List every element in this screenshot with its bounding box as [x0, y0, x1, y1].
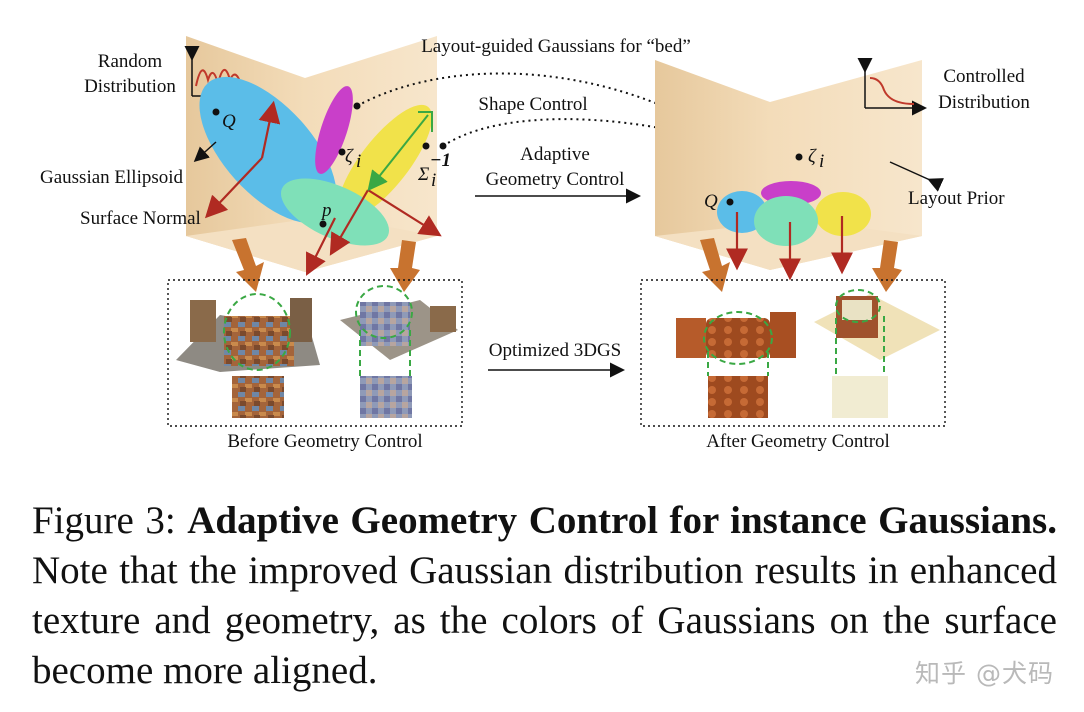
before-geometry-label: Before Geometry Control: [227, 431, 422, 452]
random-distribution-label-2: Distribution: [84, 76, 176, 97]
shape-control-label: Shape Control: [478, 94, 587, 115]
adaptive-label: Adaptive: [520, 144, 590, 165]
geometry-control-label: Geometry Control: [486, 169, 625, 190]
watermark: 知乎 @犬码: [915, 659, 1054, 688]
random-distribution-label: Random: [98, 51, 163, 72]
figure-caption: Figure 3: Adaptive Geometry Control for …: [32, 496, 1057, 706]
caption-title: Adaptive Geometry Control for instance G…: [187, 499, 1057, 542]
svg-text:−1: −1: [430, 150, 451, 171]
after-scene-1: [676, 311, 796, 418]
magenta-gaussian-ellipsoid: [315, 86, 353, 174]
surface-normal-arrows: [204, 100, 442, 276]
layout-guided-label: Layout-guided Gaussians for “bed”: [421, 36, 691, 57]
yellow-gaussian-ellipsoid: [337, 104, 433, 220]
svg-text:i: i: [356, 151, 361, 172]
big-down-arrows: [232, 238, 902, 292]
controlled-distribution-plot: [857, 58, 927, 116]
layout-prior-pointer: [889, 161, 945, 192]
layout-prior-label: Layout Prior: [908, 188, 1005, 209]
yellow-gaussian-controlled: [815, 192, 871, 236]
symbol-zeta-left: ζ i: [345, 146, 361, 172]
ellipsoid-pointer: [193, 141, 217, 163]
green-gaussian-ellipsoid: [280, 178, 390, 246]
green-gaussian-controlled: [754, 196, 818, 246]
gaussian-ellipsoid-label: Gaussian Ellipsoid: [40, 167, 184, 188]
symbol-sigma: Σ i −1: [417, 150, 451, 191]
caption-body: Note that the improved Gaussian distribu…: [32, 549, 1057, 692]
caption-prefix: Figure 3:: [32, 499, 188, 542]
before-scene-1: [176, 293, 320, 418]
optimized-3dgs-label: Optimized 3DGS: [489, 340, 621, 361]
symbol-p-left: p: [320, 200, 332, 221]
figure-diagram: Random Distribution Gaussian Ellipsoid S…: [40, 36, 1030, 452]
controlled-point-markers: [726, 153, 803, 206]
svg-text:ζ: ζ: [808, 146, 817, 167]
before-scene-2: [340, 285, 458, 418]
symbol-q-left: Q: [222, 111, 236, 132]
svg-text:i: i: [819, 151, 824, 172]
controlled-normal-arrows: [726, 212, 853, 281]
controlled-distribution-label-2: Distribution: [938, 92, 1030, 113]
symbol-q-right: Q: [704, 191, 718, 212]
before-panel: [167, 279, 463, 427]
covariance-marker: [367, 111, 433, 192]
svg-text:i: i: [431, 170, 436, 191]
after-scene-2: [814, 289, 940, 418]
svg-text:Σ: Σ: [417, 164, 429, 185]
symbol-zeta-right: ζ i: [808, 146, 824, 172]
after-panel: [640, 279, 946, 427]
surface-normal-label: Surface Normal: [80, 208, 201, 229]
controlled-distribution-label: Controlled: [943, 66, 1025, 87]
svg-text:ζ: ζ: [345, 146, 354, 167]
after-geometry-label: After Geometry Control: [706, 431, 890, 452]
